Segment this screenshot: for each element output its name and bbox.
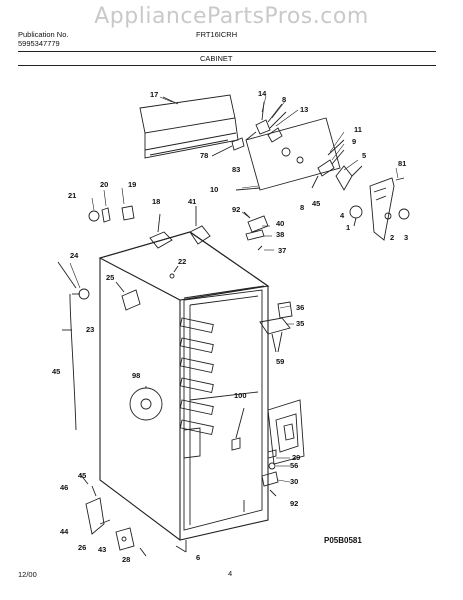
callout-43: 43 — [98, 545, 106, 554]
callout-18: 18 — [152, 197, 160, 206]
callout-78: 78 — [200, 151, 208, 160]
callout-9: 9 — [352, 137, 356, 146]
publication-number: 5995347779 — [18, 39, 60, 48]
drawing-code: P05B0581 — [324, 536, 362, 545]
callout-30: 30 — [290, 477, 298, 486]
callout-45: 45 — [78, 471, 86, 480]
callout-81: 81 — [398, 159, 406, 168]
callout-36: 36 — [296, 303, 304, 312]
callout-28: 28 — [122, 555, 130, 564]
watermark: AppliancePartsPros.com — [94, 4, 369, 29]
callout-4: 4 — [340, 211, 345, 220]
callout-1: 1 — [346, 223, 350, 232]
callout-11: 11 — [354, 125, 362, 134]
page-number: 4 — [228, 569, 233, 578]
callout-92: 92 — [290, 499, 298, 508]
callout-17: 17 — [150, 90, 158, 99]
dispenser-part — [267, 399, 305, 465]
callout-35: 35 — [296, 319, 304, 328]
air-duct-part — [369, 177, 410, 241]
header-divider — [18, 51, 436, 52]
callout-23: 23 — [86, 325, 94, 334]
callout-10: 10 — [210, 185, 218, 194]
callout-98: 98 — [132, 371, 140, 380]
publication-label: Publication No. — [18, 30, 69, 39]
callout-56: 56 — [290, 461, 298, 470]
callout-100: 100 — [234, 391, 247, 400]
callout-8: 8 — [282, 95, 286, 104]
footer-date: 12/00 — [18, 570, 37, 579]
callout-14: 14 — [258, 89, 267, 98]
section-divider — [18, 65, 436, 66]
callout-2: 2 — [390, 233, 394, 242]
callout-92: 92 — [232, 205, 240, 214]
callout-8: 8 — [300, 203, 304, 212]
callout-19: 19 — [128, 180, 136, 189]
callout-38: 38 — [276, 230, 284, 239]
callout-44: 44 — [60, 527, 69, 536]
callout-46: 46 — [60, 483, 68, 492]
callout-40: 40 — [276, 219, 284, 228]
callout-13: 13 — [300, 105, 308, 114]
callout-45: 45 — [312, 199, 320, 208]
callout-21: 21 — [68, 191, 76, 200]
section-title: CABINET — [200, 54, 233, 63]
model-number: FRT16ICRH — [196, 30, 238, 39]
callout-41: 41 — [188, 197, 196, 206]
callout-20: 20 — [100, 180, 108, 189]
callout-24: 24 — [70, 251, 79, 260]
callout-5: 5 — [362, 151, 366, 160]
top-cover-part — [139, 94, 239, 159]
callout-59: 59 — [276, 357, 284, 366]
callout-6: 6 — [196, 553, 200, 562]
callout-45: 45 — [52, 367, 60, 376]
callout-25: 25 — [106, 273, 114, 282]
callout-37: 37 — [278, 246, 286, 255]
inner-liner — [183, 289, 263, 531]
callout-29: 29 — [292, 453, 300, 462]
control-panel-part — [245, 117, 341, 191]
callout-22: 22 — [178, 257, 186, 266]
callout-83: 83 — [232, 165, 240, 174]
callout-3: 3 — [404, 233, 408, 242]
callout-26: 26 — [78, 543, 86, 552]
